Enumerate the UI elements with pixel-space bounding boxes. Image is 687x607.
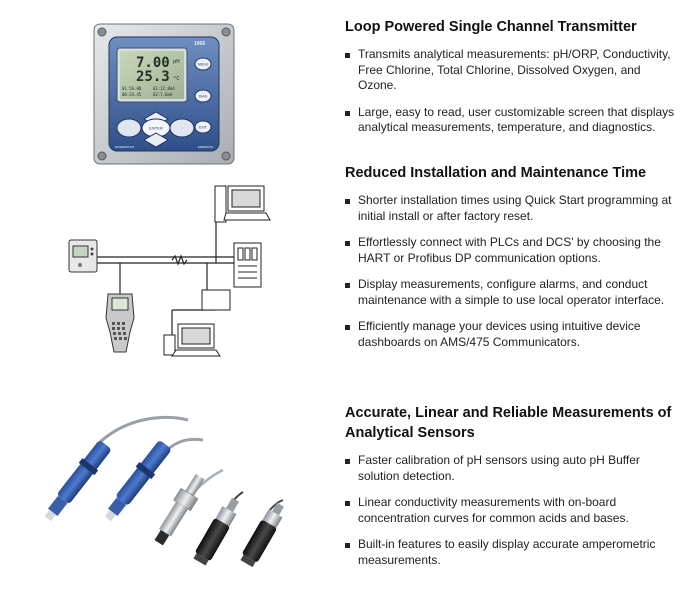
lcd-second-value: 25.3 <box>136 69 170 85</box>
nav-down-icon[interactable] <box>143 132 169 148</box>
section-heading: Loop Powered Single Channel Transmitter <box>345 19 637 35</box>
computer-icon <box>214 185 271 223</box>
diag-button[interactable] <box>194 89 212 103</box>
nav-right-icon[interactable] <box>169 118 195 138</box>
resistor-icon <box>171 254 188 266</box>
list-item: Large, easy to read, user customizable s… <box>345 105 680 136</box>
list-item: Efficiently manage your devices using in… <box>345 319 680 350</box>
lcd-second-unit: °C <box>173 76 180 82</box>
list-item: Transmits analytical measurements: pH/OR… <box>345 47 680 94</box>
transmitter-icon <box>68 239 98 273</box>
ph-sensor-icon <box>44 441 111 522</box>
network-diagram <box>68 185 271 357</box>
ph-sensor-icon <box>104 441 171 522</box>
section-heading: Reduced Installation and Maintenance Tim… <box>345 165 647 181</box>
illustrations-column: 1066 7.00 pH 25.3 °C 01:56.00 01:12.8mA … <box>0 0 330 607</box>
interface-module-icon <box>201 289 231 311</box>
section-heading: Accurate, Linear and Reliable Measuremen… <box>345 405 672 441</box>
section-measurements: Accurate, Linear and Reliable Measuremen… <box>345 403 680 568</box>
transmitter-image: 1066 7.00 pH 25.3 °C 01:56.00 01:12.8mA … <box>93 23 235 165</box>
lcd-main-unit: pH <box>173 59 180 65</box>
list-item: Linear conductivity measurements with on… <box>345 495 680 526</box>
screw-icon <box>221 151 231 161</box>
list-item: Effortlessly connect with PLCs and DCS' … <box>345 235 680 266</box>
section-installation: Reduced Installation and Maintenance Tim… <box>345 163 680 350</box>
bullet-list: Shorter installation times using Quick S… <box>345 193 680 350</box>
list-item: Display measurements, configure alarms, … <box>345 277 680 308</box>
dcs-cabinet-icon <box>233 242 262 288</box>
sensors-image <box>44 416 284 568</box>
screw-icon <box>97 27 107 37</box>
exit-button-label: EXIT <box>199 126 208 130</box>
list-item: Built-in features to easily display accu… <box>345 537 680 568</box>
lcd-main-value: 7.00 <box>136 55 170 71</box>
amperometric-sensor-icon <box>240 502 284 568</box>
lcd-row2-right: 02:7.6mA <box>153 92 173 97</box>
screw-icon <box>221 27 231 37</box>
diag-button-label: DIAG <box>199 95 208 99</box>
menu-button[interactable] <box>194 57 212 71</box>
nav-left-icon[interactable] <box>116 118 142 138</box>
list-item: Faster calibration of pH sensors using a… <box>345 453 680 484</box>
conductivity-sensor-icon <box>154 473 205 546</box>
model-label: 1066 <box>194 41 205 47</box>
screw-icon <box>97 151 107 161</box>
section-loop-powered: Loop Powered Single Channel Transmitter … <box>345 17 680 136</box>
brand-left-label: ROSEMOUNT <box>115 145 135 149</box>
brand-right-label: EMERSON <box>198 145 213 149</box>
menu-button-label: MENU <box>198 63 209 67</box>
enter-button-label: ENTER <box>149 126 163 131</box>
bullet-list: Transmits analytical measurements: pH/OR… <box>345 47 680 136</box>
lcd-row1-right: 01:12.8mA <box>153 86 175 91</box>
list-item: Shorter installation times using Quick S… <box>345 193 680 224</box>
lcd-row2-left: 00:24.45 <box>122 92 142 97</box>
lcd-row1-left: 01:56.00 <box>122 86 142 91</box>
field-communicator-icon <box>105 293 135 353</box>
bullet-list: Faster calibration of pH sensors using a… <box>345 453 680 568</box>
computer-icon <box>163 323 221 357</box>
exit-button[interactable] <box>194 120 212 134</box>
amperometric-sensor-icon <box>193 497 239 566</box>
